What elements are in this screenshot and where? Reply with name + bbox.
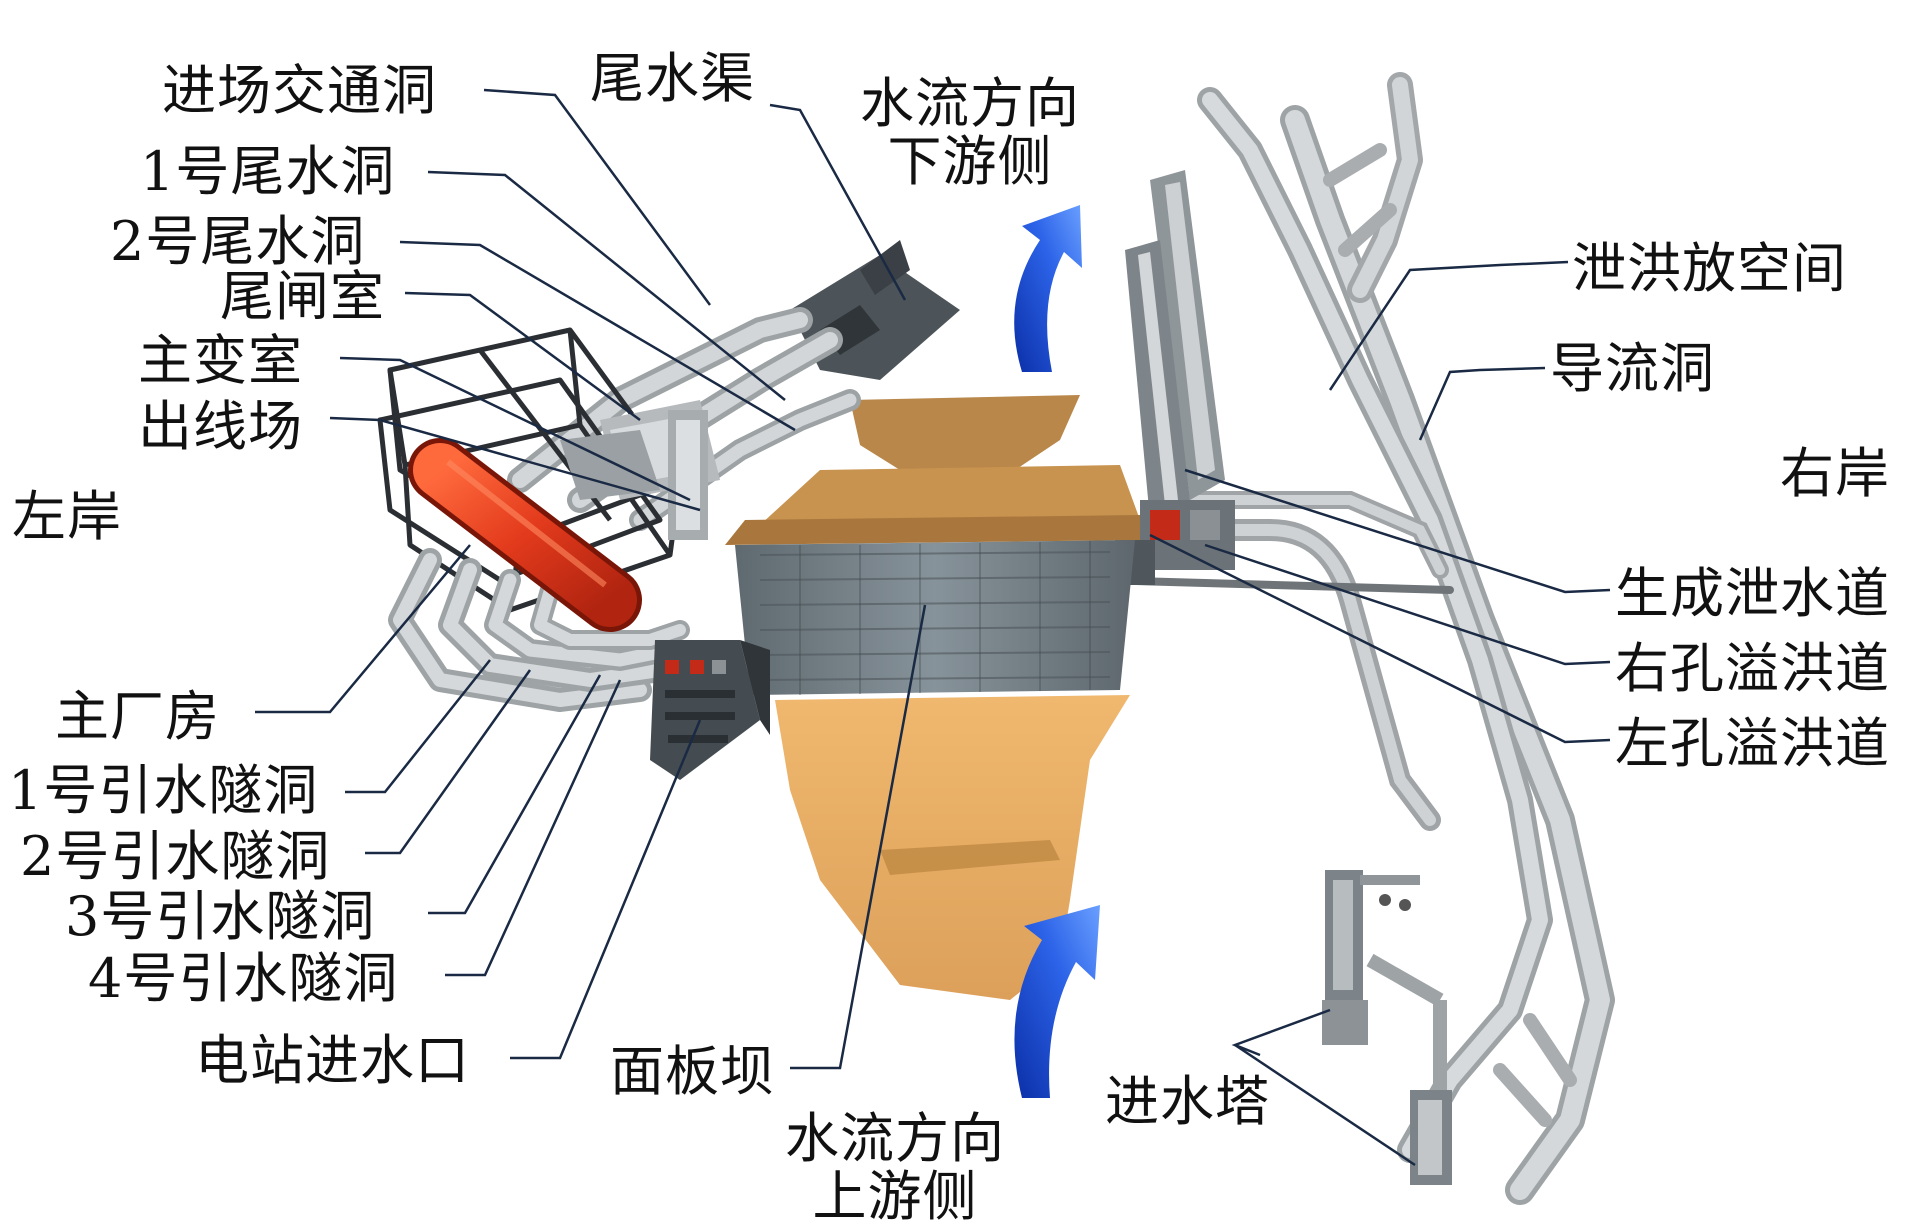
label-headrace-tunnel-1: 1号引水隧洞 (8, 759, 319, 822)
flood-release-tunnel-drawing (1197, 87, 1577, 1163)
label-face-dam: 面板坝 (610, 1040, 775, 1103)
label-flow-direction-downstream: 水流方向 (860, 72, 1080, 135)
main-powerhouse-drawing (408, 438, 642, 632)
label-tailrace-tunnel-2: 2号尾水洞 (110, 210, 366, 273)
label-tailrace-tunnel-1: 1号尾水洞 (140, 140, 396, 203)
label-access-tunnel: 进场交通洞 (162, 59, 437, 122)
label-upstream-side: 上游侧 (812, 1165, 978, 1228)
label-power-intake: 电站进水口 (195, 1029, 470, 1092)
right-bank-culverts-drawing (1096, 491, 1454, 831)
label-right-bank: 右岸 (1780, 442, 1890, 505)
tail-gate-chamber-drawing (560, 400, 720, 540)
label-main-powerhouse: 主厂房 (55, 685, 220, 748)
label-main-transformer-chamber: 主变室 (138, 329, 303, 392)
label-tail-gate-chamber: 尾闸室 (220, 265, 385, 328)
spillway-structure-drawing (1115, 170, 1235, 585)
label-headrace-tunnel-2: 2号引水隧洞 (20, 825, 331, 888)
label-flood-release-tunnel: 泄洪放空间 (1572, 237, 1847, 300)
flow-arrow-downstream (1014, 205, 1082, 372)
label-tailrace-channel: 尾水渠 (590, 47, 755, 110)
label-flow-direction-upstream: 水流方向 (785, 1107, 1005, 1170)
label-left-spillway: 左孔溢洪道 (1615, 712, 1890, 775)
flow-arrow-upstream (1014, 905, 1100, 1098)
face-dam-drawing (725, 395, 1140, 1000)
label-diversion-tunnel: 导流洞 (1550, 337, 1715, 400)
label-headrace-tunnel-3: 3号引水隧洞 (65, 885, 376, 948)
label-intake-tower: 进水塔 (1105, 1070, 1270, 1133)
label-right-spillway: 右孔溢洪道 (1615, 637, 1890, 700)
intake-tower-drawing (1322, 870, 1452, 1185)
label-left-bank: 左岸 (12, 485, 122, 548)
label-downstream-side: 下游侧 (887, 130, 1053, 193)
label-switchyard: 出线场 (138, 395, 303, 458)
leader-lines (255, 88, 1611, 1167)
label-ecological-outlet: 生成泄水道 (1615, 562, 1890, 625)
power-intake-drawing (650, 640, 770, 780)
label-headrace-tunnel-4: 4号引水隧洞 (88, 947, 399, 1010)
